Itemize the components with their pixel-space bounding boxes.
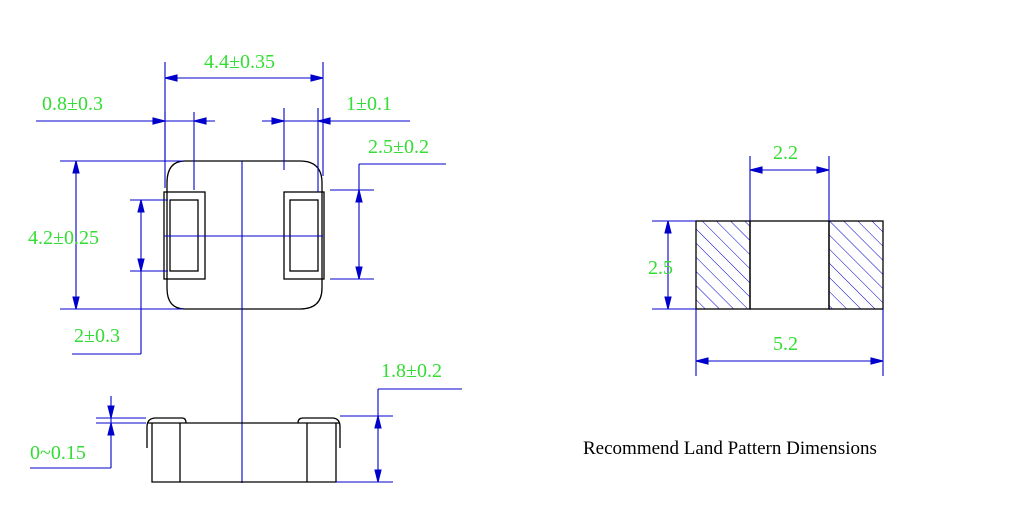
dim-terminal-height (330, 163, 446, 280)
label-side-height: 1.8±0.2 (381, 360, 442, 382)
dim-overall-width (60, 160, 183, 310)
label-land-gap: 2.2 (773, 142, 798, 164)
label-standoff: 0~0.15 (30, 442, 86, 464)
right-land-pad (828, 220, 884, 310)
label-terminal-height: 2.5±0.2 (368, 136, 429, 158)
centerlines (164, 161, 323, 483)
dim-standoff (30, 396, 146, 469)
side-view (146, 417, 341, 483)
dim-side-height (336, 388, 462, 483)
land-gap (749, 220, 830, 310)
label-land-overall-length: 5.2 (773, 333, 798, 355)
top-view (163, 160, 325, 310)
label-terminal-inner-height: 2±0.3 (74, 325, 120, 347)
land-pattern (695, 220, 884, 310)
land-pattern-caption: Recommend Land Pattern Dimensions (583, 438, 877, 459)
top-view-body (166, 160, 323, 310)
label-overall-length: 4.4±0.35 (204, 51, 275, 73)
dim-land-overall-length (695, 309, 884, 376)
left-lead (146, 417, 187, 448)
left-land-pad (695, 220, 751, 310)
label-terminal-offset: 1±0.1 (346, 93, 392, 115)
label-overall-width: 4.2±0.25 (28, 227, 99, 249)
side-view-body (151, 423, 337, 483)
label-land-pad-height: 2.5 (648, 257, 673, 279)
dim-terminal-inner-height (72, 199, 168, 355)
dim-overall-length (164, 62, 324, 188)
label-terminal-width: 0.8±0.3 (42, 93, 103, 115)
dim-terminal-width (36, 112, 215, 190)
right-lead (297, 417, 341, 448)
dim-land-gap (749, 156, 830, 221)
dim-land-pad-height (652, 220, 696, 310)
dim-terminal-offset (262, 108, 410, 192)
